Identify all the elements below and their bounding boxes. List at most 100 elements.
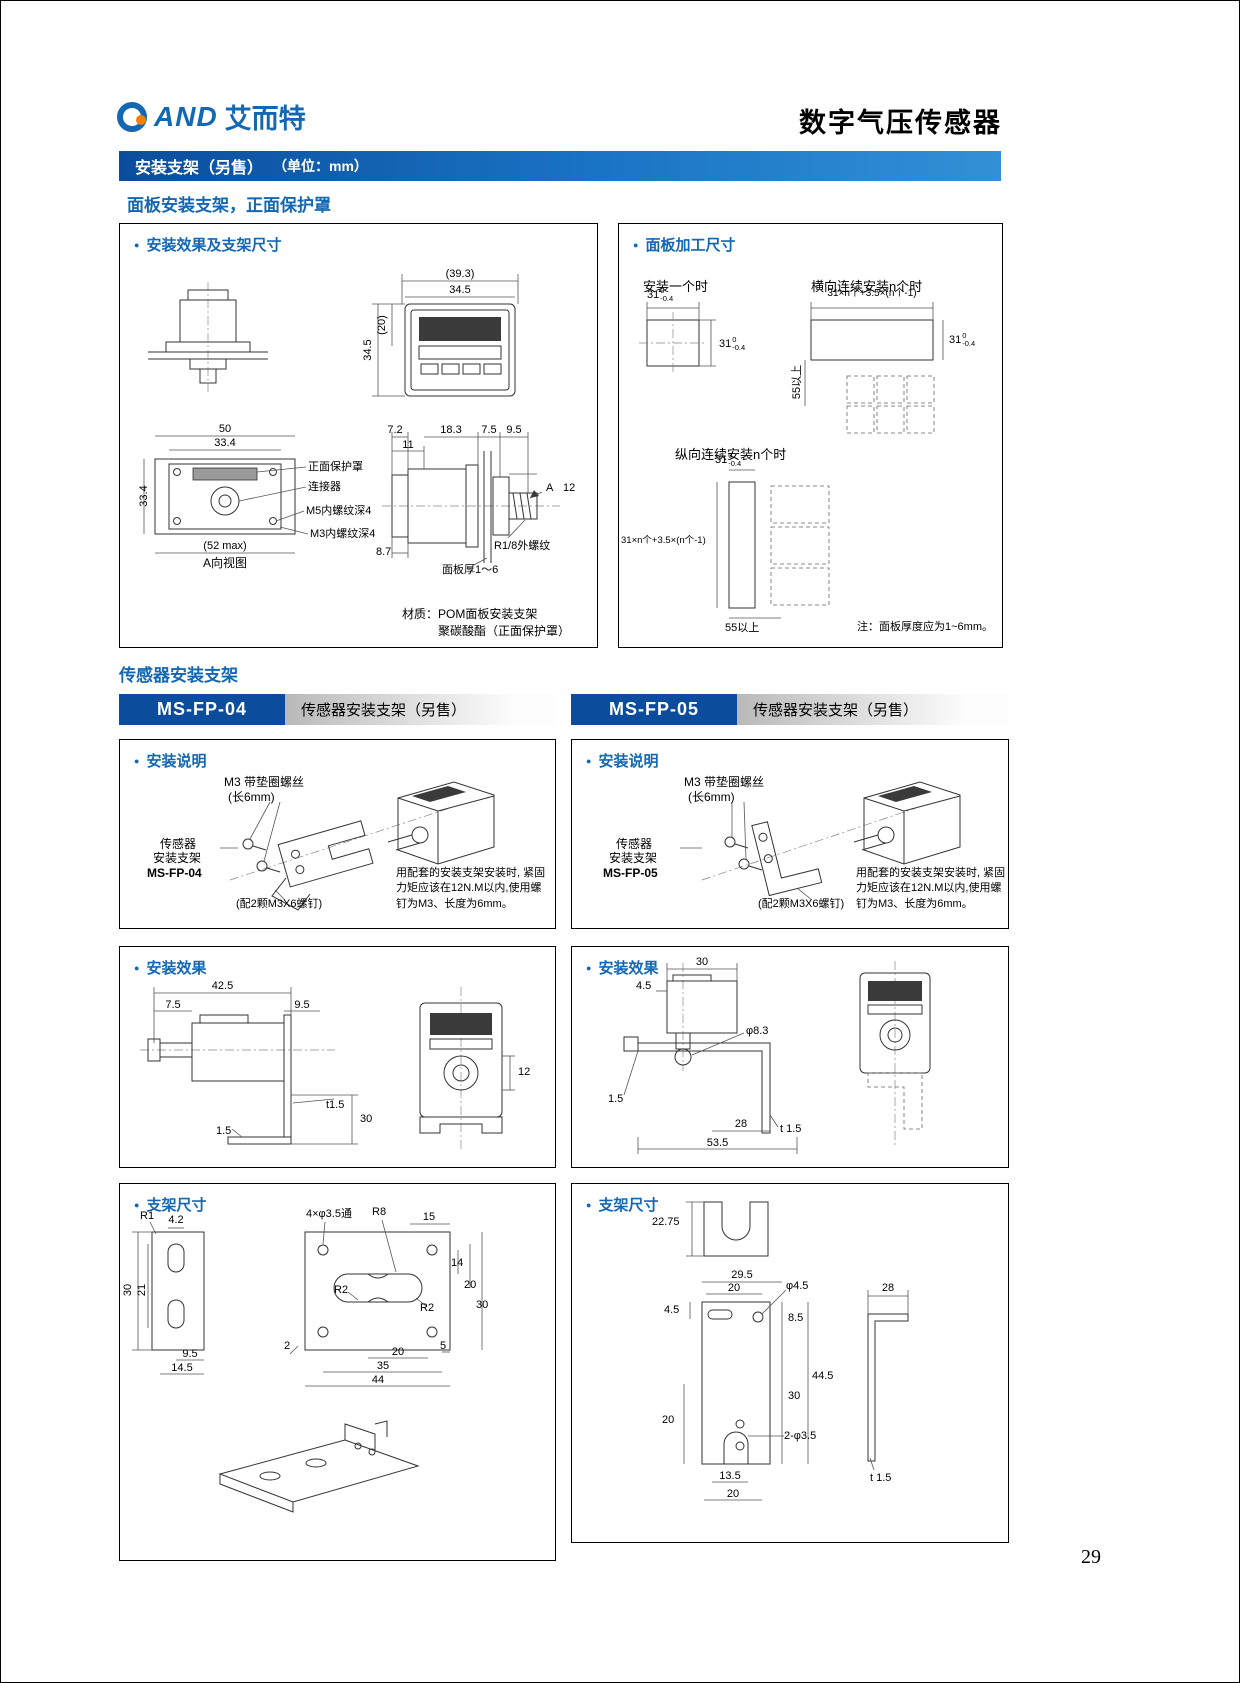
fp05-front-part-drawing [683, 1281, 809, 1501]
tol-upper: 0 [962, 331, 967, 340]
screw-callout-line1: M3 带垫圈螺丝 [224, 775, 305, 789]
fp05-install-title-text: 安装说明 [598, 753, 659, 770]
dim-label: 34.5 [361, 339, 374, 361]
dim-label: 9.5 [182, 1348, 198, 1360]
dim-label: 29.5 [731, 1269, 753, 1281]
fp04-effect-side-view [140, 987, 358, 1145]
thickness-note: 注：面板厚度应为1~6mm。 [857, 621, 993, 633]
dim-label: 11 [402, 439, 414, 451]
panel-right-title-text: 面板加工尺寸 [645, 237, 736, 254]
bracket-callout-model: MS-FP-04 [147, 866, 202, 880]
fp04-install-drawing [220, 781, 495, 911]
callout-protector: 正面保护罩 [308, 461, 363, 473]
section-banner: 安装支架（另售） （单位：mm） [119, 151, 1001, 181]
tol-main: 31 [715, 453, 728, 466]
dim-label: 5 [440, 1340, 447, 1352]
horizontal-mount-label: 横向连续安装n个时 [811, 279, 923, 294]
dim-label: 8.5 [788, 1312, 804, 1324]
screw-callout-line1: M3 带垫圈螺丝 [684, 775, 765, 789]
bullet-icon: ● [586, 962, 592, 973]
dim-label: 12 [563, 482, 576, 494]
bracket-callout-line1: 传感器 [160, 837, 197, 851]
brand-dot-icon [136, 114, 146, 125]
dim-label: t 1.5 [870, 1472, 892, 1484]
sensor-section-heading: 传感器安装支架 [119, 666, 238, 685]
tol-lower: -0.4 [732, 342, 746, 352]
brand-ring-icon [117, 101, 147, 132]
fp05-effect-side-view [623, 963, 798, 1154]
fp04-model-chip: MS-FP-04 [119, 694, 285, 725]
dim-label: t1.5 [326, 1099, 345, 1111]
brand-logo: AND 艾而特 [117, 97, 306, 136]
dim-label: (39.3) [445, 268, 475, 280]
fp05-effect-box: ● 安装效果 [571, 946, 1009, 1168]
dim-label: 53.5 [706, 1137, 729, 1149]
dim-label: 30 [360, 1113, 373, 1125]
dim-label: 20 [662, 1414, 675, 1426]
dim-label: 44.5 [812, 1370, 834, 1382]
cross-section-drawing [382, 432, 560, 567]
view-label: A向视图 [202, 556, 247, 570]
dim-label: 44 [371, 1374, 385, 1386]
fp05-effect-title-text: 安装效果 [598, 960, 659, 977]
dim-label: 2-φ3.5 [784, 1430, 817, 1442]
fp05-assembly-drawing [680, 781, 961, 901]
fp05-subtitle: 传感器安装支架（另售） [737, 694, 1009, 725]
dim-label: (52 max) [203, 540, 247, 552]
fp05-install-box: ●安装说明 [571, 739, 1009, 929]
bracket-callout-model: MS-FP-05 [603, 866, 658, 880]
dim-label: 20 [464, 1279, 477, 1291]
callout-connector: 连接器 [308, 481, 341, 493]
pitch-formula: 31×n个+3.5×(n个-1) [621, 535, 706, 546]
fp04-dims-title: ●支架尺寸 [134, 1194, 206, 1215]
screw-qty-note: (配2颗M3X6螺钉) [236, 898, 323, 910]
dim-label: 21 [135, 1283, 148, 1297]
min-spacing-label: 55以上 [790, 364, 803, 400]
panel-cutout-box: ●面板加工尺寸 [618, 223, 1003, 648]
tol-main: 31 [949, 333, 962, 346]
material-line1: POM面板安装支架 [438, 607, 538, 621]
dim-label: 8.7 [376, 546, 392, 558]
fp04-dims-box: ●支架尺寸 [119, 1183, 556, 1561]
dim-label: 9.5 [294, 999, 310, 1011]
dim-label: 7.2 [387, 424, 403, 436]
torque-note: 用配套的安装支架安装时, 紧固力矩应该在12N.M以内,使用螺钉为M3、长度为6… [396, 867, 546, 910]
panel-right-title: ●面板加工尺寸 [633, 234, 735, 255]
fp04-dims-title-text: 支架尺寸 [146, 1197, 207, 1214]
dim-label: 7.5 [481, 424, 497, 436]
fp05-top-part-drawing [686, 1201, 769, 1257]
dim-label: φ8.3 [746, 1025, 769, 1037]
tol-main: 31 [647, 288, 660, 301]
single-cutout-drawing [639, 302, 716, 374]
fp04-effect-box: ●安装效果 [119, 946, 556, 1168]
bullet-icon: ● [586, 1199, 592, 1210]
fp04-plate-drawing [289, 1219, 483, 1387]
fp05-dims-title-text: 支架尺寸 [598, 1197, 659, 1214]
dim-label: R2 [420, 1302, 435, 1314]
page-number: 29 [1081, 1546, 1101, 1568]
panel-right-drawing [639, 302, 944, 619]
fp04-effect-front-view [419, 987, 515, 1151]
callout-m5: M5内螺纹深4 [306, 505, 372, 517]
callout-thread: R1/8外螺纹 [494, 540, 551, 552]
dim-label: 30 [788, 1390, 801, 1402]
dim-label: 2 [284, 1340, 291, 1352]
material-line2: 聚碳酸酯（正面保护罩） [438, 624, 571, 638]
fp04-dims-drawing [132, 1219, 483, 1513]
tol-lower: -0.4 [962, 338, 976, 348]
panel-left-title-text: 安装效果及支架尺寸 [146, 237, 282, 254]
fp05-effect-drawing [623, 961, 931, 1154]
panel-mount-box: ●安装效果及支架尺寸 [119, 223, 598, 648]
document-title: 数字气压传感器 [799, 108, 1002, 138]
bracket-callout-line2: 安装支架 [609, 851, 658, 865]
single-mount-label: 安装一个时 [643, 279, 709, 294]
dim-label: 20 [727, 1282, 741, 1294]
fp04-subtitle: 传感器安装支架（另售） [285, 694, 556, 725]
tol-upper: 0 [660, 286, 665, 295]
fp04-effect-title: ●安装效果 [134, 957, 206, 978]
rear-view-drawing [143, 435, 309, 554]
fp04-install-box: ●安装说明 [119, 739, 556, 929]
